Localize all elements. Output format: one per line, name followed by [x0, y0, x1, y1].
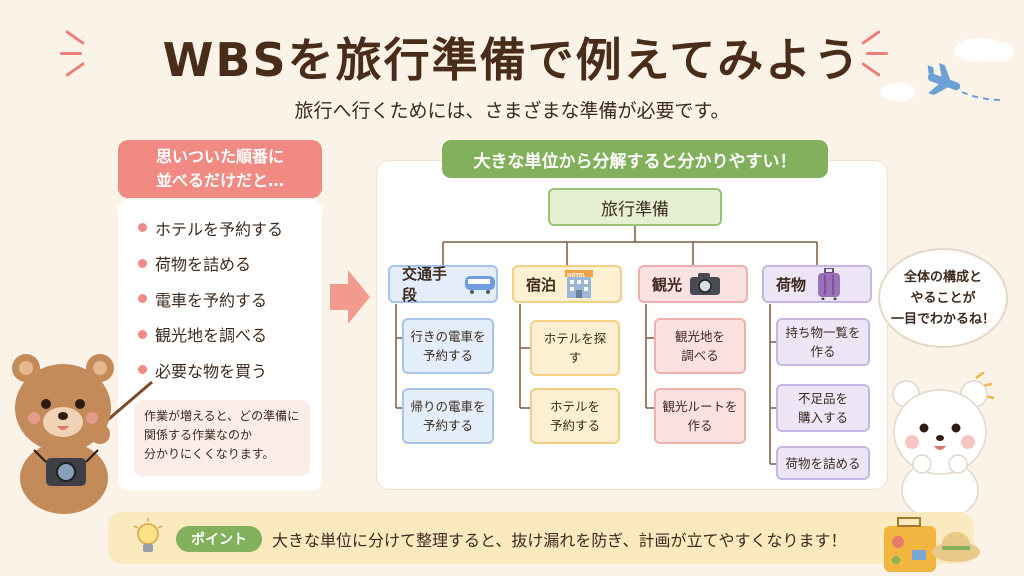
bullet-icon — [138, 258, 147, 268]
bubble-line: 一目でわかるね！ — [890, 311, 995, 327]
list-item-label: 必要な物を買う — [155, 361, 268, 381]
note-line: 分かりにくくなります。 — [144, 447, 275, 461]
task-node: ホテルを探す — [530, 320, 620, 376]
task-line: 観光地を — [674, 329, 725, 344]
left-header: 思いついた順番に 並べるだけだと… — [118, 140, 322, 198]
category-node-luggage: 荷物 — [762, 265, 872, 303]
page-subtitle: 旅行へ行くためには、さまざまな準備が必要です。 — [294, 100, 730, 122]
bullet-icon — [138, 294, 147, 304]
point-label: ポイント — [176, 526, 262, 552]
category-node-transport: 交通手段 — [388, 265, 498, 304]
task-line: 不足品を — [797, 391, 848, 406]
category-node-sightseeing: 観光 — [638, 265, 748, 303]
task-node: 不足品を購入する — [776, 384, 870, 432]
list-item-label: 荷物を詰める — [155, 255, 252, 275]
task-node: 観光地を調べる — [654, 318, 746, 374]
task-node: 帰りの電車を予約する — [402, 388, 494, 444]
task-node: 荷物を詰める — [776, 446, 870, 480]
train-icon — [464, 272, 496, 296]
bubble-line: 全体の構成と — [903, 269, 982, 285]
suitcase-icon — [812, 268, 846, 300]
left-header-line: 思いついた順番に — [155, 147, 284, 166]
left-header-line: 並べるだけだと… — [155, 171, 284, 190]
list-item: ホテルを予約する — [138, 210, 318, 246]
task-node: 観光ルートを作る — [654, 388, 746, 444]
task-node: ホテルを予約する — [530, 388, 620, 444]
bear-mascot-icon — [12, 354, 153, 514]
bullet-icon — [138, 365, 147, 375]
list-item: 電車を予約する — [138, 281, 318, 317]
speech-bubble: 全体の構成と やることが 一目でわかるね！ — [878, 248, 1008, 348]
task-line: 予約する — [549, 418, 600, 433]
category-node-lodging: 宿泊 HOTEL — [512, 265, 622, 303]
bubble-line: やることが — [910, 290, 976, 306]
list-item-label: 観光地を調べる — [155, 326, 268, 346]
task-line: 購入する — [797, 410, 848, 425]
bullet-icon — [138, 223, 147, 233]
page-title: WBSを旅行準備で例えてみよう — [162, 33, 862, 87]
task-line: 予約する — [422, 348, 473, 363]
lightbulb-icon — [133, 518, 163, 552]
category-label: 荷物 — [776, 275, 807, 294]
task-node: 持ち物一覧を作る — [776, 318, 870, 366]
task-line: 調べる — [681, 348, 719, 363]
tree-header: 大きな単位から分解すると分かりやすい！ — [442, 140, 828, 178]
bullet-icon — [138, 329, 147, 339]
task-line: 行きの電車を — [410, 329, 486, 344]
tree-connectors — [395, 226, 818, 465]
sparkle-decoration — [866, 52, 888, 55]
category-label: 観光 — [652, 275, 683, 294]
white-bear-mascot-icon — [892, 372, 995, 512]
list-item: 荷物を詰める — [138, 246, 318, 282]
task-line: ホテルを探す — [543, 331, 607, 365]
point-text: 大きな単位に分けて整理すると、抜け漏れを防ぎ、計画が立てやすくなります！ — [272, 531, 847, 550]
task-node: 行きの電車を予約する — [402, 318, 494, 374]
list-item-label: 電車を予約する — [155, 290, 268, 310]
category-label: 交通手段 — [402, 265, 448, 304]
note-line: 作業が増えると、どの準備に — [144, 409, 300, 423]
task-line: 持ち物一覧を — [785, 325, 861, 340]
task-line: 観光ルートを — [662, 399, 738, 414]
arrow-right-icon — [330, 270, 370, 324]
hotel-icon: HOTEL — [562, 270, 596, 298]
list-item-label: ホテルを予約する — [155, 219, 284, 239]
task-line: 帰りの電車を — [410, 399, 486, 414]
list-item: 観光地を調べる — [138, 317, 318, 353]
task-line: ホテルを — [549, 399, 600, 414]
airplane-icon — [880, 38, 1014, 101]
task-line: 作る — [687, 418, 713, 433]
task-line: 荷物を詰める — [785, 455, 861, 471]
category-label: 宿泊 — [526, 275, 557, 294]
suitcase-hat-icon — [884, 517, 980, 572]
unordered-list: ホテルを予約する 荷物を詰める 電車を予約する 観光地を調べる 必要な物を買う — [138, 210, 318, 388]
camera-icon — [688, 272, 722, 296]
task-line: 予約する — [422, 418, 473, 433]
note-line: 関係する作業なのか — [144, 428, 253, 442]
sparkle-decoration — [60, 52, 82, 55]
tree-root-node: 旅行準備 — [548, 188, 722, 226]
left-note: 作業が増えると、どの準備に 関係する作業なのか 分かりにくくなります。 — [134, 400, 310, 476]
hotel-sign-label: HOTEL — [567, 273, 586, 279]
list-item: 必要な物を買う — [138, 352, 318, 388]
task-line: 作る — [810, 344, 836, 359]
